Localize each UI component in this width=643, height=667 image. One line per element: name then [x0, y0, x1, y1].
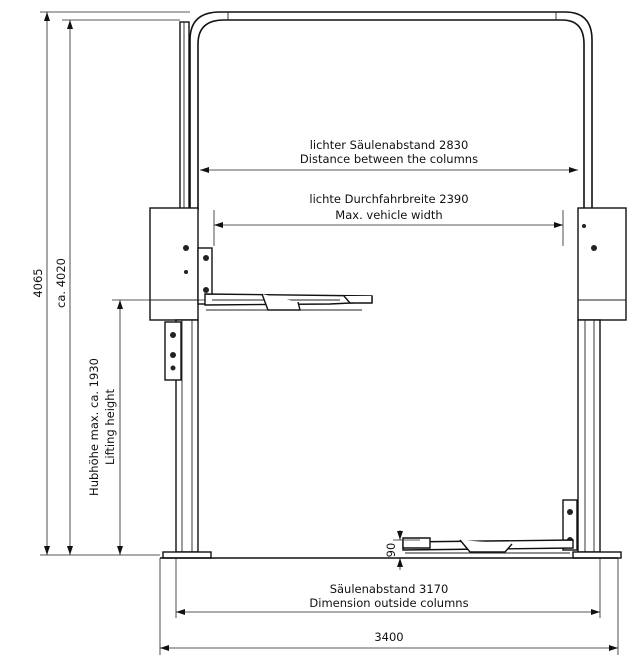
- dim-outside-columns: Säulenabstand 3170 Dimension outside col…: [175, 558, 601, 618]
- left-carriage-arms: [197, 247, 373, 311]
- overhead-frame: [189, 11, 593, 210]
- dim-total-height: 4065: [31, 11, 190, 556]
- min-height-label: 90: [384, 543, 398, 558]
- vehicle-width-en: Max. vehicle width: [335, 208, 442, 222]
- dim-column-distance: lichter Säulenabstand 2830 Distance betw…: [200, 138, 578, 173]
- dim-lifting-height: Hubhöhe max. ca. 1930 Lifting height: [87, 299, 205, 555]
- right-carriage-arms: [402, 499, 578, 554]
- dim-column-height: ca. 4020: [54, 19, 180, 555]
- outside-columns-de: Säulenabstand 3170: [330, 582, 449, 596]
- dim-vehicle-width: lichte Durchfahrbreite 2390 Max. vehicle…: [213, 192, 564, 246]
- dim-min-height: 90: [384, 530, 420, 570]
- column-distance-en: Distance between the columns: [300, 152, 478, 166]
- outside-columns-en: Dimension outside columns: [309, 596, 468, 610]
- column-height-label: ca. 4020: [54, 258, 68, 308]
- column-distance-de: lichter Säulenabstand 2830: [310, 138, 469, 152]
- right-column: [572, 207, 627, 559]
- dim-overall-width: 3400: [159, 558, 619, 655]
- lifting-height-de: Hubhöhe max. ca. 1930: [87, 358, 101, 496]
- overall-width-label: 3400: [374, 630, 403, 644]
- vehicle-width-de: lichte Durchfahrbreite 2390: [309, 192, 468, 206]
- left-column: [149, 21, 212, 559]
- total-height-label: 4065: [31, 268, 45, 297]
- lifting-height-en: Lifting height: [103, 388, 117, 465]
